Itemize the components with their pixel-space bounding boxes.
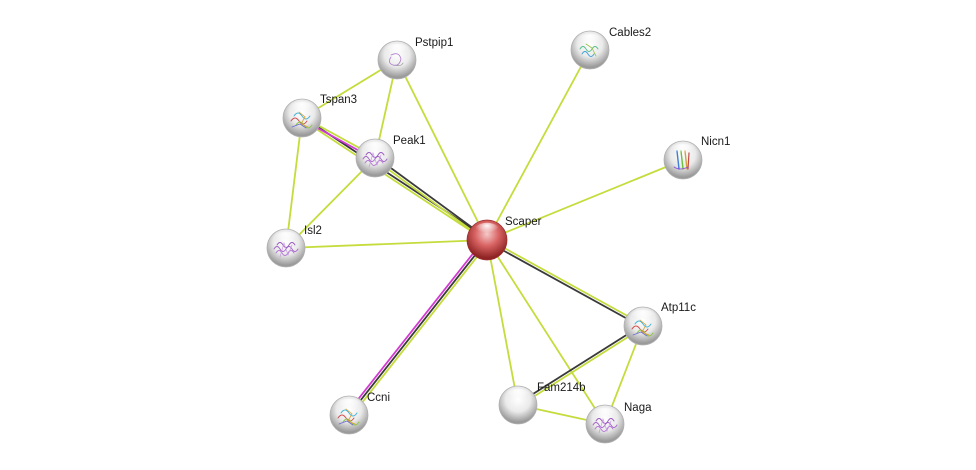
edge-scaper-atp11c[interactable] [485, 237, 645, 329]
node-naga[interactable]: Naga [585, 402, 652, 444]
edge-atp11c-fam214b[interactable] [516, 324, 645, 407]
edge-line-experiments [346, 237, 486, 415]
edge-line-textmining [486, 237, 645, 326]
edge-scaper-nicn1[interactable] [486, 159, 684, 241]
node-label: Nicn1 [701, 136, 730, 148]
edge-line-textmining [285, 157, 376, 249]
node-label: Tspan3 [320, 94, 357, 106]
node-label: Pstpip1 [415, 37, 453, 49]
edge-scaper-peak1[interactable] [373, 156, 489, 242]
node-label: Atp11c [661, 302, 696, 314]
node-label: Scaper [505, 216, 542, 228]
edge-line-textmining [486, 239, 606, 425]
node-pstpip1[interactable]: Pstpip1 [377, 37, 453, 80]
node-gloss-highlight [474, 222, 500, 238]
node-isl2[interactable]: Isl2 [266, 225, 322, 268]
edge-line-textmining [517, 326, 645, 407]
edge-scaper-cables2[interactable] [486, 49, 591, 241]
node-label: Fam214b [537, 382, 586, 394]
edge-line-coexpression [485, 240, 644, 329]
edge-line-textmining [300, 118, 488, 242]
node-tspan3[interactable]: Tspan3 [282, 94, 357, 138]
node-fam214b[interactable]: Fam214b [498, 382, 586, 425]
edge-layer [285, 49, 684, 425]
edge-line-textmining [350, 240, 490, 418]
edge-line-textmining [285, 117, 303, 249]
node-gloss-highlight [274, 231, 298, 246]
node-gloss-highlight [363, 141, 387, 156]
node-label: Peak1 [393, 135, 426, 147]
edge-line-textmining [285, 239, 488, 249]
edge-tspan3-isl2[interactable] [285, 117, 303, 249]
edge-scaper-isl2[interactable] [285, 239, 488, 249]
node-peak1[interactable]: Peak1 [355, 135, 426, 178]
node-cables2[interactable]: Cables2 [570, 27, 651, 70]
edge-line-coexpression [348, 239, 488, 416]
edge-peak1-isl2[interactable] [285, 157, 376, 249]
edge-line-coexpression [374, 156, 489, 240]
node-nicn1[interactable]: Nicn1 [663, 136, 730, 180]
node-gloss-highlight [578, 33, 602, 48]
node-label: Naga [624, 402, 652, 414]
edge-line-textmining [486, 239, 519, 406]
edge-line-textmining [396, 59, 488, 241]
edge-line-textmining [486, 49, 591, 241]
node-label: Isl2 [304, 225, 322, 237]
edge-line-textmining [373, 158, 488, 242]
edge-scaper-fam214b[interactable] [486, 239, 519, 406]
edge-line-textmining [486, 159, 684, 241]
node-gloss-highlight [671, 143, 695, 158]
node-label: Ccni [367, 392, 390, 404]
node-gloss-highlight [385, 43, 409, 58]
node-gloss-highlight [631, 309, 655, 324]
node-label: Cables2 [609, 27, 651, 39]
node-gloss-highlight [593, 407, 617, 422]
node-gloss-highlight [337, 398, 361, 413]
edge-scaper-ccni[interactable] [346, 237, 490, 418]
node-gloss-highlight [290, 101, 314, 116]
edge-scaper-naga[interactable] [486, 239, 606, 425]
node-atp11c[interactable]: Atp11c [623, 302, 696, 346]
node-ccni[interactable]: Ccni [329, 392, 390, 435]
edge-scaper-pstpip1[interactable] [396, 59, 488, 241]
edge-line-coexpression [516, 324, 644, 405]
node-gloss-highlight [506, 388, 530, 403]
node-scaper[interactable]: Scaper [466, 216, 542, 261]
